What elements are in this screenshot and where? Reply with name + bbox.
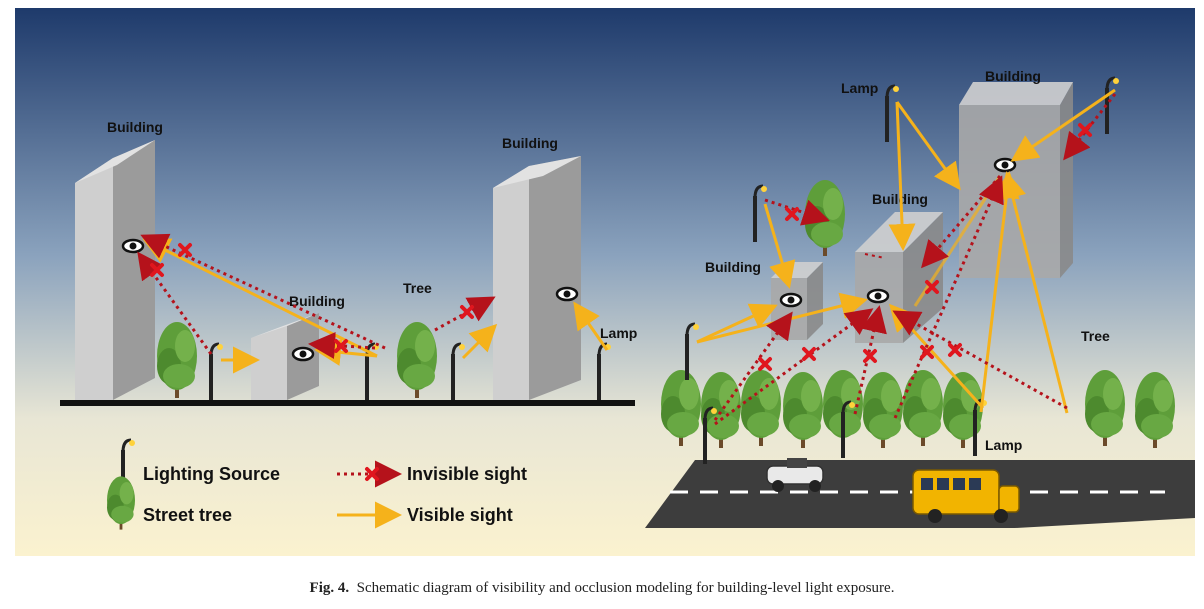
left-scene: Building Building Building Tree Lamp — [60, 119, 637, 406]
label-right-tree: Tree — [1081, 328, 1110, 344]
left-tall-building — [75, 140, 155, 400]
diagram-svg: Building Building Building Tree Lamp — [15, 8, 1195, 556]
school-bus — [912, 469, 1020, 523]
car — [766, 458, 824, 492]
right-top-building — [959, 82, 1073, 278]
caption-label: Fig. 4. — [309, 580, 350, 596]
legend-lighting-source: Lighting Source — [143, 464, 280, 484]
right-small-building — [771, 262, 823, 340]
label-right-lamp-bottom: Lamp — [985, 437, 1022, 453]
diagram-figure: Building Building Building Tree Lamp — [15, 8, 1195, 556]
label-right-building-top: Building — [985, 68, 1041, 84]
label-left-building-right: Building — [502, 135, 558, 151]
left-sight-lines — [137, 233, 609, 374]
label-right-building-small: Building — [705, 259, 761, 275]
legend-visible-sight: Visible sight — [407, 505, 513, 525]
legend: Lighting Source Street tree Invisible si… — [107, 438, 527, 530]
right-invisible-lines — [713, 93, 1117, 426]
label-left-building-small: Building — [289, 293, 345, 309]
label-left-tree: Tree — [403, 280, 432, 296]
label-left-building-tall: Building — [107, 119, 163, 135]
left-ground — [60, 400, 635, 406]
legend-street-tree: Street tree — [143, 505, 232, 525]
right-scene: Tree Building Building Building — [645, 68, 1195, 528]
caption-text: Schematic diagram of visibility and occl… — [356, 580, 895, 596]
left-right-building — [493, 156, 581, 400]
label-left-lamp: Lamp — [600, 325, 637, 341]
figure-caption: Fig. 4. Schematic diagram of visibility … — [0, 580, 1204, 597]
label-right-lamp-top: Lamp — [841, 80, 878, 96]
legend-invisible-sight: Invisible sight — [407, 464, 527, 484]
